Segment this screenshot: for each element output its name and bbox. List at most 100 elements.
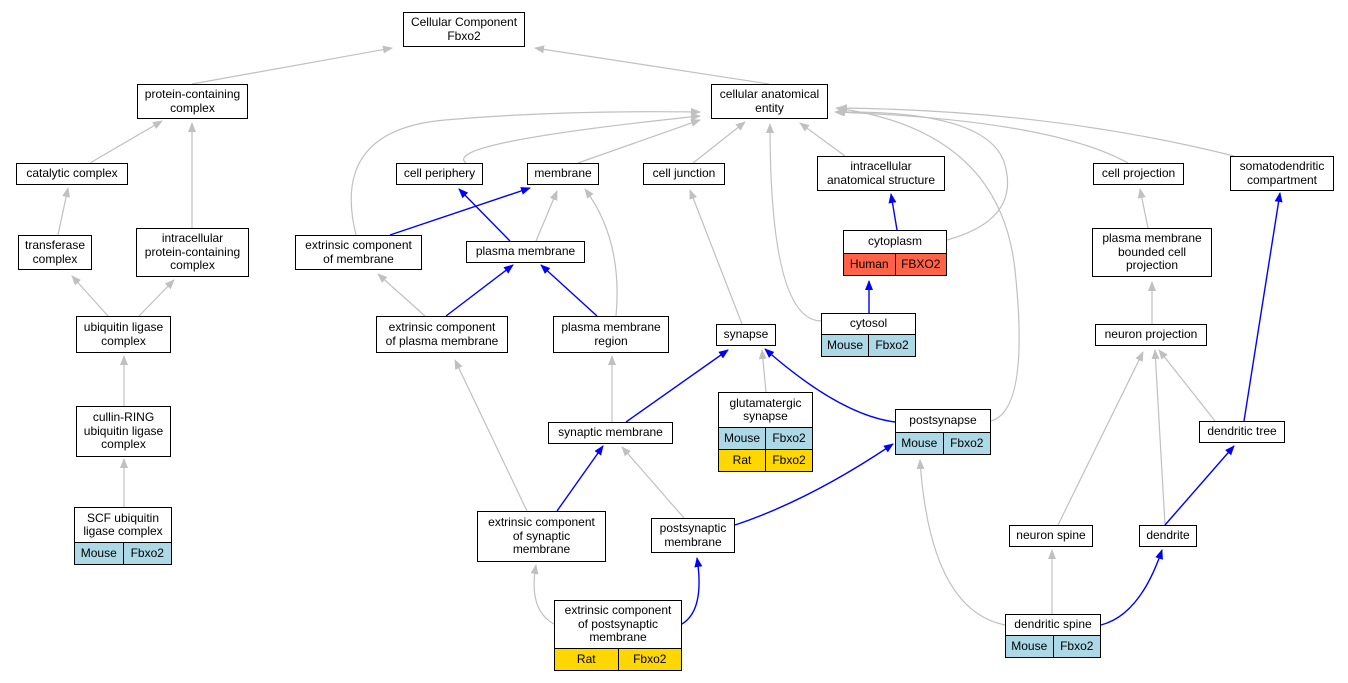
go-term-label: postsynaptic membrane xyxy=(659,521,727,549)
annotation-species: Mouse xyxy=(80,545,117,560)
go-term-node-pm[interactable]: plasma membrane xyxy=(466,241,585,263)
go-term-node-ias[interactable]: intracellular anatomical structure xyxy=(817,156,945,191)
go-term-node-ecsm[interactable]: extrinsic component of synaptic membrane xyxy=(477,511,606,562)
go-term-node-pmr[interactable]: plasma membrane region xyxy=(553,316,669,353)
go-term-node-syn[interactable]: synapse xyxy=(716,324,776,346)
go-term-node-ecpsm[interactable]: extrinsic component of postsynaptic memb… xyxy=(554,600,682,671)
go-term-node-tc[interactable]: transferase complex xyxy=(18,235,92,270)
edge-ias-to-cae xyxy=(799,122,846,157)
edge-gsyn-to-syn xyxy=(758,349,767,393)
go-term-node-ulc[interactable]: ubiquitin ligase complex xyxy=(76,316,171,353)
annotation-gene: Fbxo2 xyxy=(765,450,812,471)
go-term-node-mem[interactable]: membrane xyxy=(527,163,599,185)
edge-ps-to-cae xyxy=(835,105,1020,422)
edge-ecsm-to-synm xyxy=(556,445,604,512)
go-term-node-cae[interactable]: cellular anatomical entity xyxy=(711,84,828,119)
go-term-node-crl[interactable]: cullin-RING ubiquitin ligase complex xyxy=(76,406,171,457)
edge-ulc-to-ipcc xyxy=(138,279,175,317)
go-term-node-ecm[interactable]: extrinsic component of membrane xyxy=(295,235,422,270)
go-term-node-synm[interactable]: synaptic membrane xyxy=(548,422,673,444)
edge-synm-to-syn xyxy=(625,349,729,423)
go-term-label: dendritic tree xyxy=(1207,424,1277,439)
edge-cytosol-to-cae xyxy=(766,123,822,322)
go-term-node-pmbcp[interactable]: plasma membrane bounded cell projection xyxy=(1092,228,1212,277)
go-term-node-np[interactable]: neuron projection xyxy=(1095,324,1207,346)
edge-pmr-to-mem xyxy=(584,188,618,317)
edge-den-to-np xyxy=(1151,349,1166,526)
annotation-species: Mouse xyxy=(901,435,938,450)
edge-syn-to-cj xyxy=(689,189,743,325)
go-term-label: dendritic spine xyxy=(1014,617,1092,632)
annotation-row-rat: Rat Fbxo2 xyxy=(719,449,812,471)
go-term-node-cj[interactable]: cell junction xyxy=(643,163,725,185)
go-term-label: extrinsic component of synaptic membrane xyxy=(488,515,595,557)
go-term-label: plasma membrane bounded cell projection xyxy=(1102,231,1202,273)
go-term-label: synapse xyxy=(723,327,769,342)
go-term-node-pcc[interactable]: protein-containing complex xyxy=(137,84,248,119)
edge-ecsm-to-ecpm xyxy=(454,359,528,512)
annotation-row-mouse: Mouse Fbxo2 xyxy=(896,432,990,454)
go-term-label: extrinsic component of membrane xyxy=(305,238,412,266)
edge-cper-to-cae xyxy=(463,112,701,164)
edge-cyto-to-ias xyxy=(888,193,898,231)
go-term-label: Cellular Component Fbxo2 xyxy=(410,15,518,43)
annotation-species: Human xyxy=(849,256,889,271)
go-term-node-ecpm[interactable]: extrinsic component of plasma membrane xyxy=(376,316,508,353)
go-term-label: extrinsic component of plasma membrane xyxy=(385,320,499,348)
edge-den-to-dt xyxy=(1164,445,1235,526)
go-term-node-cc[interactable]: Cellular Component Fbxo2 xyxy=(403,12,525,47)
go-term-node-den[interactable]: dendrite xyxy=(1139,525,1197,547)
edge-pm-to-cper xyxy=(458,188,511,242)
annotation-gene: Fbxo2 xyxy=(1052,636,1101,657)
edge-ecpsm-to-psm xyxy=(681,557,703,625)
edge-ds-to-den xyxy=(1100,549,1163,626)
edge-ecpsm-to-ecsm xyxy=(530,564,555,625)
annotation-gene: FBXO2 xyxy=(894,254,947,275)
go-term-label: neuron projection xyxy=(1104,327,1198,342)
edge-pmr-to-pm xyxy=(540,264,598,317)
go-term-label: neuron spine xyxy=(1016,528,1086,543)
edge-ecm-to-cae xyxy=(350,107,701,236)
go-term-label: cytoplasm xyxy=(867,234,923,249)
go-term-node-dt[interactable]: dendritic tree xyxy=(1199,421,1285,443)
edge-psm-to-synm xyxy=(621,446,685,519)
go-term-label: cell projection xyxy=(1101,166,1176,181)
annotation-gene: Fbxo2 xyxy=(942,433,991,454)
go-term-node-sdc[interactable]: somatodendritic compartment xyxy=(1230,156,1334,191)
go-term-label: somatodendritic compartment xyxy=(1239,159,1325,187)
go-term-label: synaptic membrane xyxy=(558,425,663,440)
edge-cae-to-cc xyxy=(534,45,770,85)
go-term-label: transferase complex xyxy=(24,238,86,266)
go-term-node-cproj[interactable]: cell projection xyxy=(1093,163,1184,185)
go-term-label: cell periphery xyxy=(403,166,476,181)
edge-tc-to-cat xyxy=(57,187,71,236)
go-term-label: plasma membrane region xyxy=(561,320,661,348)
go-term-node-cper[interactable]: cell periphery xyxy=(396,163,483,185)
go-term-label: cullin-RING ubiquitin ligase complex xyxy=(83,410,164,452)
go-term-label: dendrite xyxy=(1146,528,1190,543)
go-term-node-ipcc[interactable]: intracellular protein-containing complex xyxy=(136,228,249,277)
go-term-node-cat[interactable]: catalytic complex xyxy=(16,163,128,185)
go-term-node-ns[interactable]: neuron spine xyxy=(1009,525,1093,547)
go-term-label: postsynapse xyxy=(909,413,977,428)
edge-dt-to-np xyxy=(1158,349,1216,422)
annotation-species: Rat xyxy=(732,452,752,467)
go-term-label: extrinsic component of postsynaptic memb… xyxy=(564,603,672,645)
go-term-label: protein-containing complex xyxy=(144,87,241,115)
go-term-node-psm[interactable]: postsynaptic membrane xyxy=(651,518,735,553)
edge-ecpm-to-pm xyxy=(445,264,514,317)
edge-ecm-to-mem xyxy=(389,187,531,236)
edge-sdc-to-cae xyxy=(837,104,1235,157)
go-term-label: catalytic complex xyxy=(26,166,118,181)
